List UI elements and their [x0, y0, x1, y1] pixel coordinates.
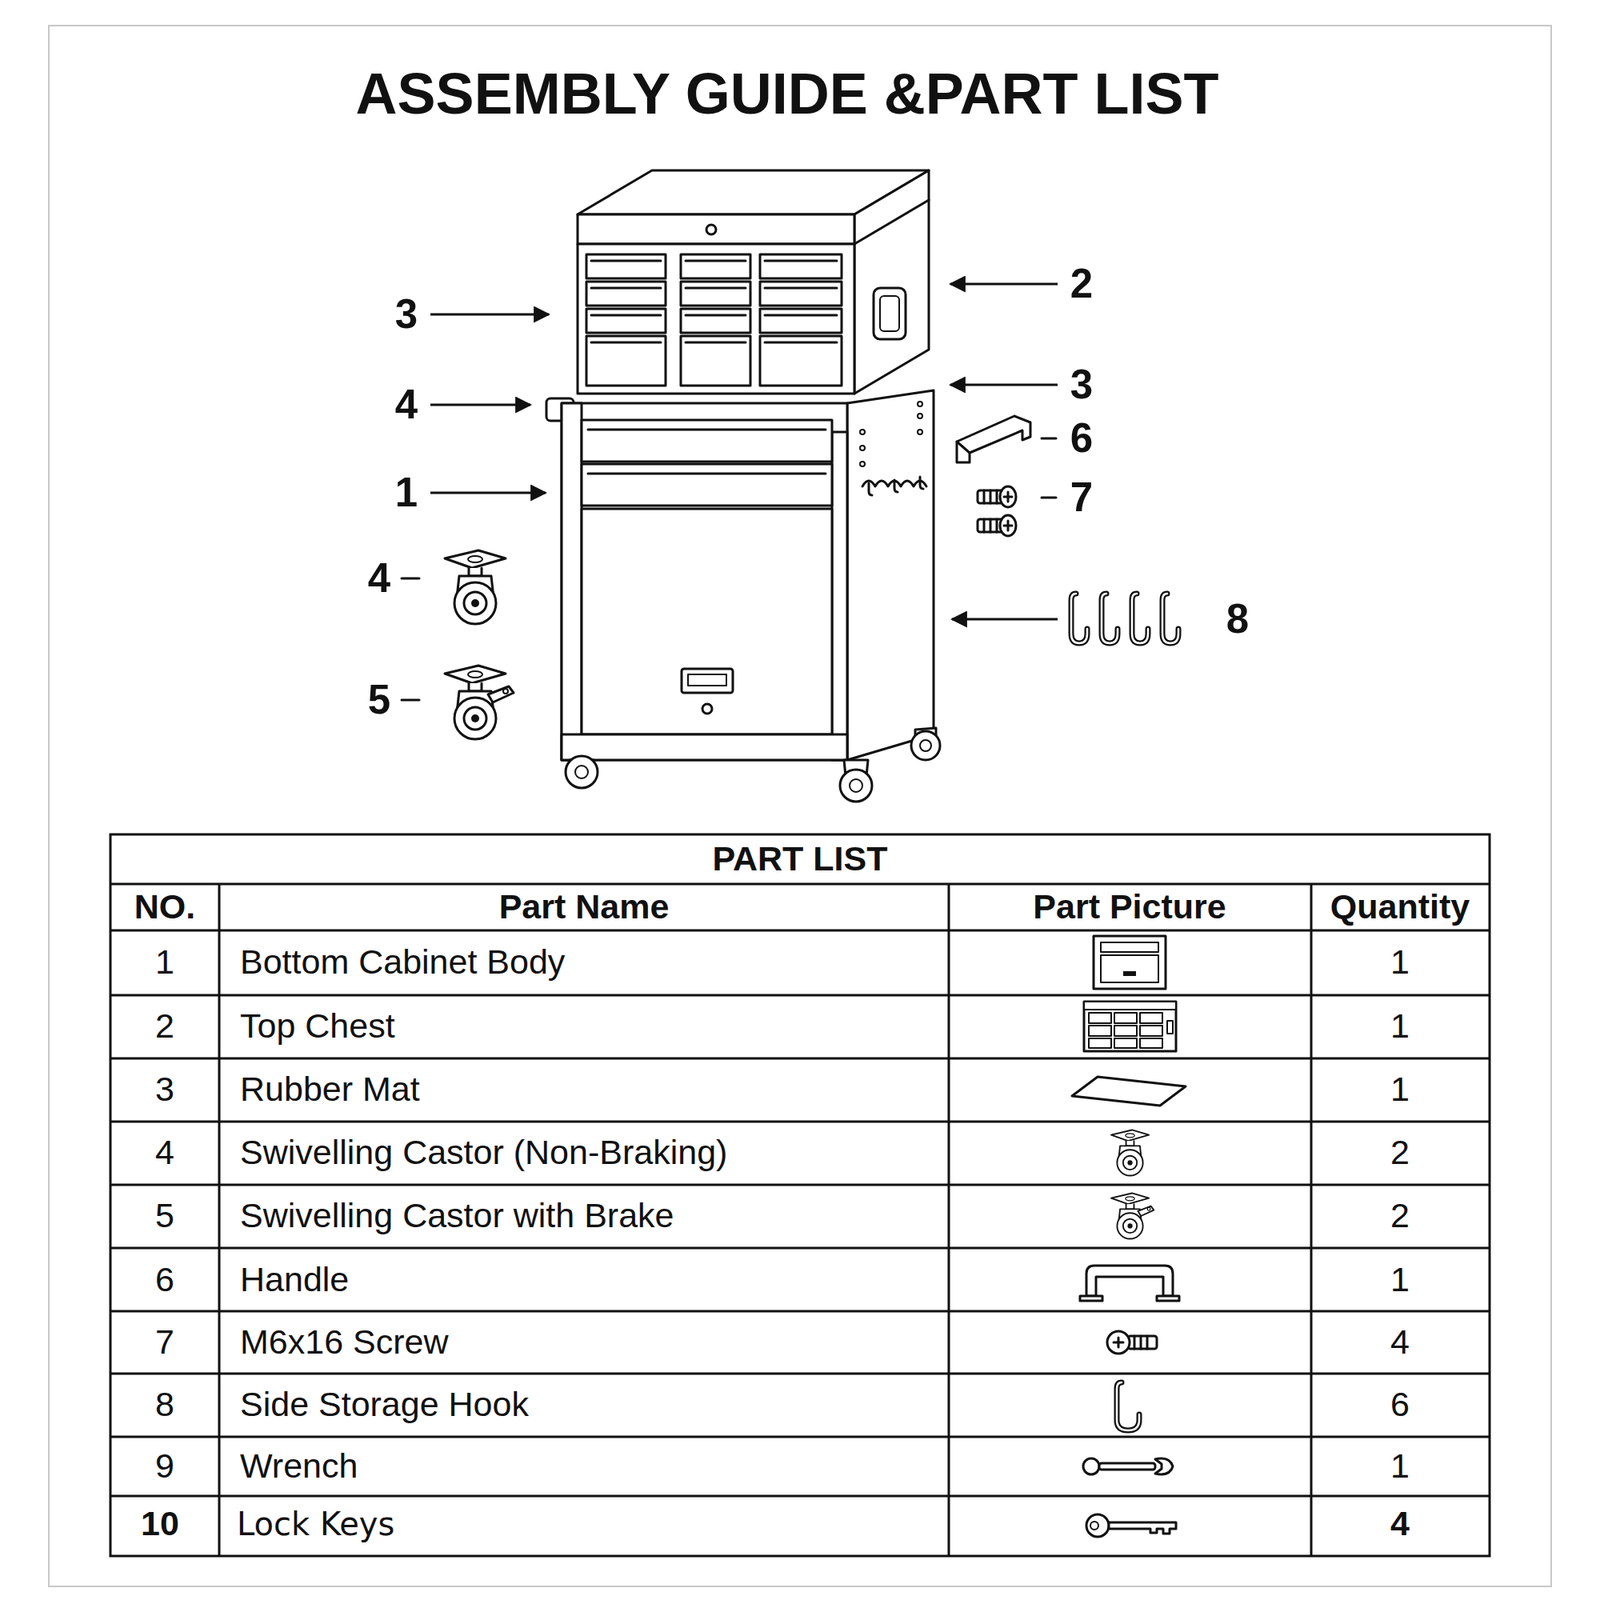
callout-number: 1 — [395, 469, 418, 517]
part-number: 3 — [155, 1069, 175, 1109]
part-number: 10 — [140, 1504, 180, 1544]
key-icon — [1086, 1514, 1176, 1537]
part-quantity: 1 — [1390, 942, 1410, 982]
part-name: Top Chest — [240, 1006, 396, 1046]
part-quantity: 2 — [1390, 1132, 1410, 1172]
top-chest-icon — [1084, 1001, 1176, 1052]
callout-number: 5 — [368, 676, 391, 724]
top-chest — [577, 170, 929, 394]
part-number: 6 — [155, 1260, 175, 1300]
part-quantity: 1 — [1390, 1069, 1410, 1109]
part-number: 4 — [155, 1132, 175, 1172]
table-header: Part Picture — [1032, 887, 1226, 927]
loose-handle — [956, 416, 1031, 463]
callout-number: 4 — [368, 555, 391, 603]
part-quantity: 1 — [1390, 1260, 1410, 1300]
part-name: Swivelling Castor with Brake — [240, 1196, 674, 1236]
part-number: 8 — [155, 1384, 175, 1424]
rubber-mat-icon — [1072, 1076, 1186, 1106]
loose-castor — [444, 550, 506, 624]
wrench-icon — [1083, 1458, 1173, 1475]
brake-castor-icon — [1111, 1192, 1154, 1239]
part-number: 5 — [155, 1196, 175, 1236]
callout-number: 3 — [395, 291, 418, 339]
callout-number: 6 — [1070, 415, 1093, 463]
part-table-grid — [110, 834, 1490, 1556]
part-quantity: 4 — [1390, 1504, 1410, 1544]
table-title: PART LIST — [712, 839, 888, 879]
table-header: Quantity — [1330, 887, 1470, 927]
callout-number: 7 — [1070, 474, 1093, 522]
part-quantity: 1 — [1390, 1006, 1410, 1046]
part-quantity: 1 — [1390, 1446, 1410, 1486]
part-quantity: 2 — [1390, 1196, 1410, 1236]
part-name: Side Storage Hook — [240, 1384, 529, 1424]
callout-number: 8 — [1226, 596, 1249, 644]
table-header: Part Name — [499, 887, 670, 927]
part-name: Handle — [240, 1260, 349, 1300]
part-number: 9 — [155, 1446, 175, 1486]
leader-lines — [401, 284, 1058, 700]
page-title: ASSEMBLY GUIDE &PART LIST — [356, 60, 1220, 128]
cabinet-icon — [1093, 936, 1166, 989]
part-name: Swivelling Castor (Non-Braking) — [240, 1132, 728, 1172]
part-number: 2 — [155, 1006, 175, 1046]
page-frame — [48, 25, 1552, 1587]
callout-number: 2 — [1070, 260, 1093, 308]
callout-number: 4 — [395, 381, 418, 429]
screw-icon — [1107, 1331, 1157, 1354]
part-name: M6x16 Screw — [240, 1322, 448, 1362]
castor-icon — [1111, 1129, 1149, 1176]
loose-brake-castor — [444, 665, 514, 740]
loose-hooks — [1071, 593, 1179, 644]
part-number: 7 — [155, 1322, 175, 1362]
part-name: Rubber Mat — [240, 1069, 420, 1109]
bottom-cabinet — [546, 390, 940, 802]
part-quantity: 6 — [1390, 1384, 1410, 1424]
hook-icon — [1116, 1382, 1140, 1431]
part-quantity: 4 — [1390, 1322, 1410, 1362]
loose-screws — [977, 486, 1016, 536]
part-name: Lock Keys — [236, 1505, 395, 1543]
part-name: Bottom Cabinet Body — [240, 942, 565, 982]
handle-icon — [1080, 1265, 1180, 1301]
part-number: 1 — [155, 942, 175, 982]
table-header: NO. — [134, 887, 196, 927]
part-name: Wrench — [240, 1446, 358, 1486]
callout-number: 3 — [1070, 361, 1093, 409]
